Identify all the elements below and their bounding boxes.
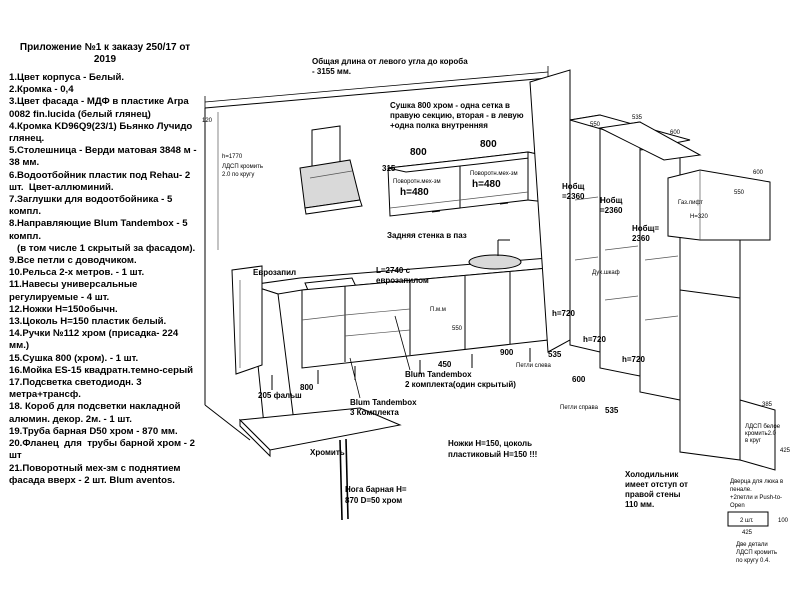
- hinges-left: Петли слева: [516, 363, 552, 369]
- spec-item: 11.Навесы универсальные регулируемые - 4…: [9, 279, 141, 303]
- h720-1: h=720: [552, 309, 575, 318]
- spec-item: 14.Ручки №112 хром (присадка- 224 мм.): [9, 328, 181, 352]
- specification-panel: Приложение №1 к заказу 250/17 от 2019 1.…: [0, 0, 200, 600]
- total-length-dimension: [204, 66, 549, 108]
- spec-item: 8.Направляющие Blum Tandembox - 5 компл.: [9, 218, 191, 242]
- h720-2: h=720: [583, 335, 606, 344]
- h2360-3: Hобщ=2360: [632, 224, 659, 243]
- pmm-label: П.м.м: [430, 307, 446, 313]
- spec-item: 1.Цвет корпуса - Белый.: [9, 72, 125, 83]
- h480-left: h=480: [400, 187, 429, 198]
- pieces-label: 2 шт.: [740, 518, 754, 524]
- spec-item: 20.Фланец для трубы барной хром - 2 шт: [9, 438, 198, 462]
- spec-item: 7.Заглушки для водоотбойника - 5 компл.: [9, 194, 176, 218]
- spec-item: 17.Подсветка светодиодн. 3 метра+трансф.: [9, 377, 145, 401]
- dim-600-b: 600: [572, 375, 586, 384]
- spec-item: 6.Водоотбойник пластик под Rehau- 2 шт. …: [9, 169, 193, 193]
- back-wall-note: Задняя стенка в паз: [387, 231, 467, 240]
- dim-425-small: 425: [742, 530, 753, 536]
- base-cabinets: [231, 239, 549, 436]
- h2360-1: Hобщ=2360: [562, 182, 585, 201]
- dim-800-left: 800: [410, 147, 427, 158]
- spec-title: Приложение №1 к заказу 250/17 от 2019: [19, 42, 191, 65]
- dim-600-top: 600: [753, 170, 764, 176]
- dim-535-c: 535: [605, 406, 619, 415]
- eurozapil-label: Еврозапил: [253, 268, 296, 277]
- spec-item: 13.Цоколь H=150 пластик белый.: [9, 316, 167, 328]
- mech-right: Поворотн.мех-зм: [470, 171, 518, 177]
- spec-item: 18. Короб для подсветки накладной алюмин…: [9, 401, 184, 425]
- spec-item: 16.Мойка ES-15 квадратн.темно-серый: [9, 364, 194, 376]
- tall-cabinets: [529, 69, 771, 461]
- bar-leg-label: Нога барная H=870 D=50 хром: [345, 485, 407, 505]
- spec-item: 5.Столешница - Верди матовая 3848 м - 38…: [9, 145, 200, 169]
- gaslift-label: Газ.лифт: [678, 200, 703, 206]
- mech-left: Поворотн.мех-зм: [393, 179, 441, 185]
- dim-900: 900: [500, 348, 514, 357]
- total-length-label: Общая длина от левого угла до короба- 31…: [312, 57, 468, 76]
- spec-item: 9.Все петли с доводчиком.: [9, 255, 137, 267]
- dim-550-tall: 550: [590, 122, 601, 128]
- spec-item: 10.Рельса 2-х метров. - 1 шт.: [9, 267, 145, 279]
- dim-385: 385: [762, 402, 773, 408]
- dim-h1770: h=1770: [222, 154, 243, 160]
- h480-right: h=480: [472, 179, 501, 190]
- dim-450: 450: [438, 360, 452, 369]
- dim-535-b: 535: [548, 350, 562, 359]
- extractor-hood: [299, 125, 363, 215]
- dim-315: 315: [382, 164, 396, 173]
- dim-120: 120: [202, 118, 213, 124]
- h2360-2: Hобщ=2360: [600, 196, 623, 215]
- spec-item: 3.Цвет фасада - МДФ в пластике Arpa 0082…: [9, 96, 192, 120]
- dim-100: 100: [778, 518, 789, 524]
- spec-item: (в том числе 1 скрытый за фасадом).: [9, 242, 196, 254]
- dim-535-tall: 535: [632, 115, 643, 121]
- oven-cab-label: Дух.шкаф: [592, 270, 620, 276]
- spec-item: 2.Кромка - 0,4: [9, 84, 74, 96]
- spec-item: 21.Поворотный мех-зм с поднятием фасада …: [9, 462, 184, 486]
- chrome-label: Хромить: [310, 448, 345, 457]
- dim-800-base: 800: [300, 383, 314, 392]
- bar-counter: [238, 407, 402, 521]
- spec-item: 12.Ножки H=150обычн.: [9, 303, 118, 315]
- spec-item: 4.Кромка KD96Q9(23/1) Бьянко Лучидо глян…: [9, 120, 195, 145]
- hinges-right: Петли справа: [560, 405, 599, 411]
- h320-label: H=320: [690, 214, 709, 220]
- dim-425-side: 425: [780, 448, 791, 454]
- side-panel-detail: [727, 399, 776, 527]
- dim-600-tall: 600: [670, 130, 681, 136]
- h720-3: h=720: [622, 355, 645, 364]
- dim-800-right: 800: [480, 139, 497, 150]
- dim-550-top: 550: [734, 190, 745, 196]
- drawing-labels: Общая длина от левого угла до короба- 31…: [202, 57, 791, 564]
- dim-205: 205 фальш: [258, 391, 302, 400]
- spec-item: 15.Сушка 800 (хром). - 1 шт.: [9, 352, 139, 364]
- dim-550-base: 550: [452, 326, 463, 332]
- spec-item: 19.Труба барная D50 хром - 870 мм.: [9, 425, 178, 437]
